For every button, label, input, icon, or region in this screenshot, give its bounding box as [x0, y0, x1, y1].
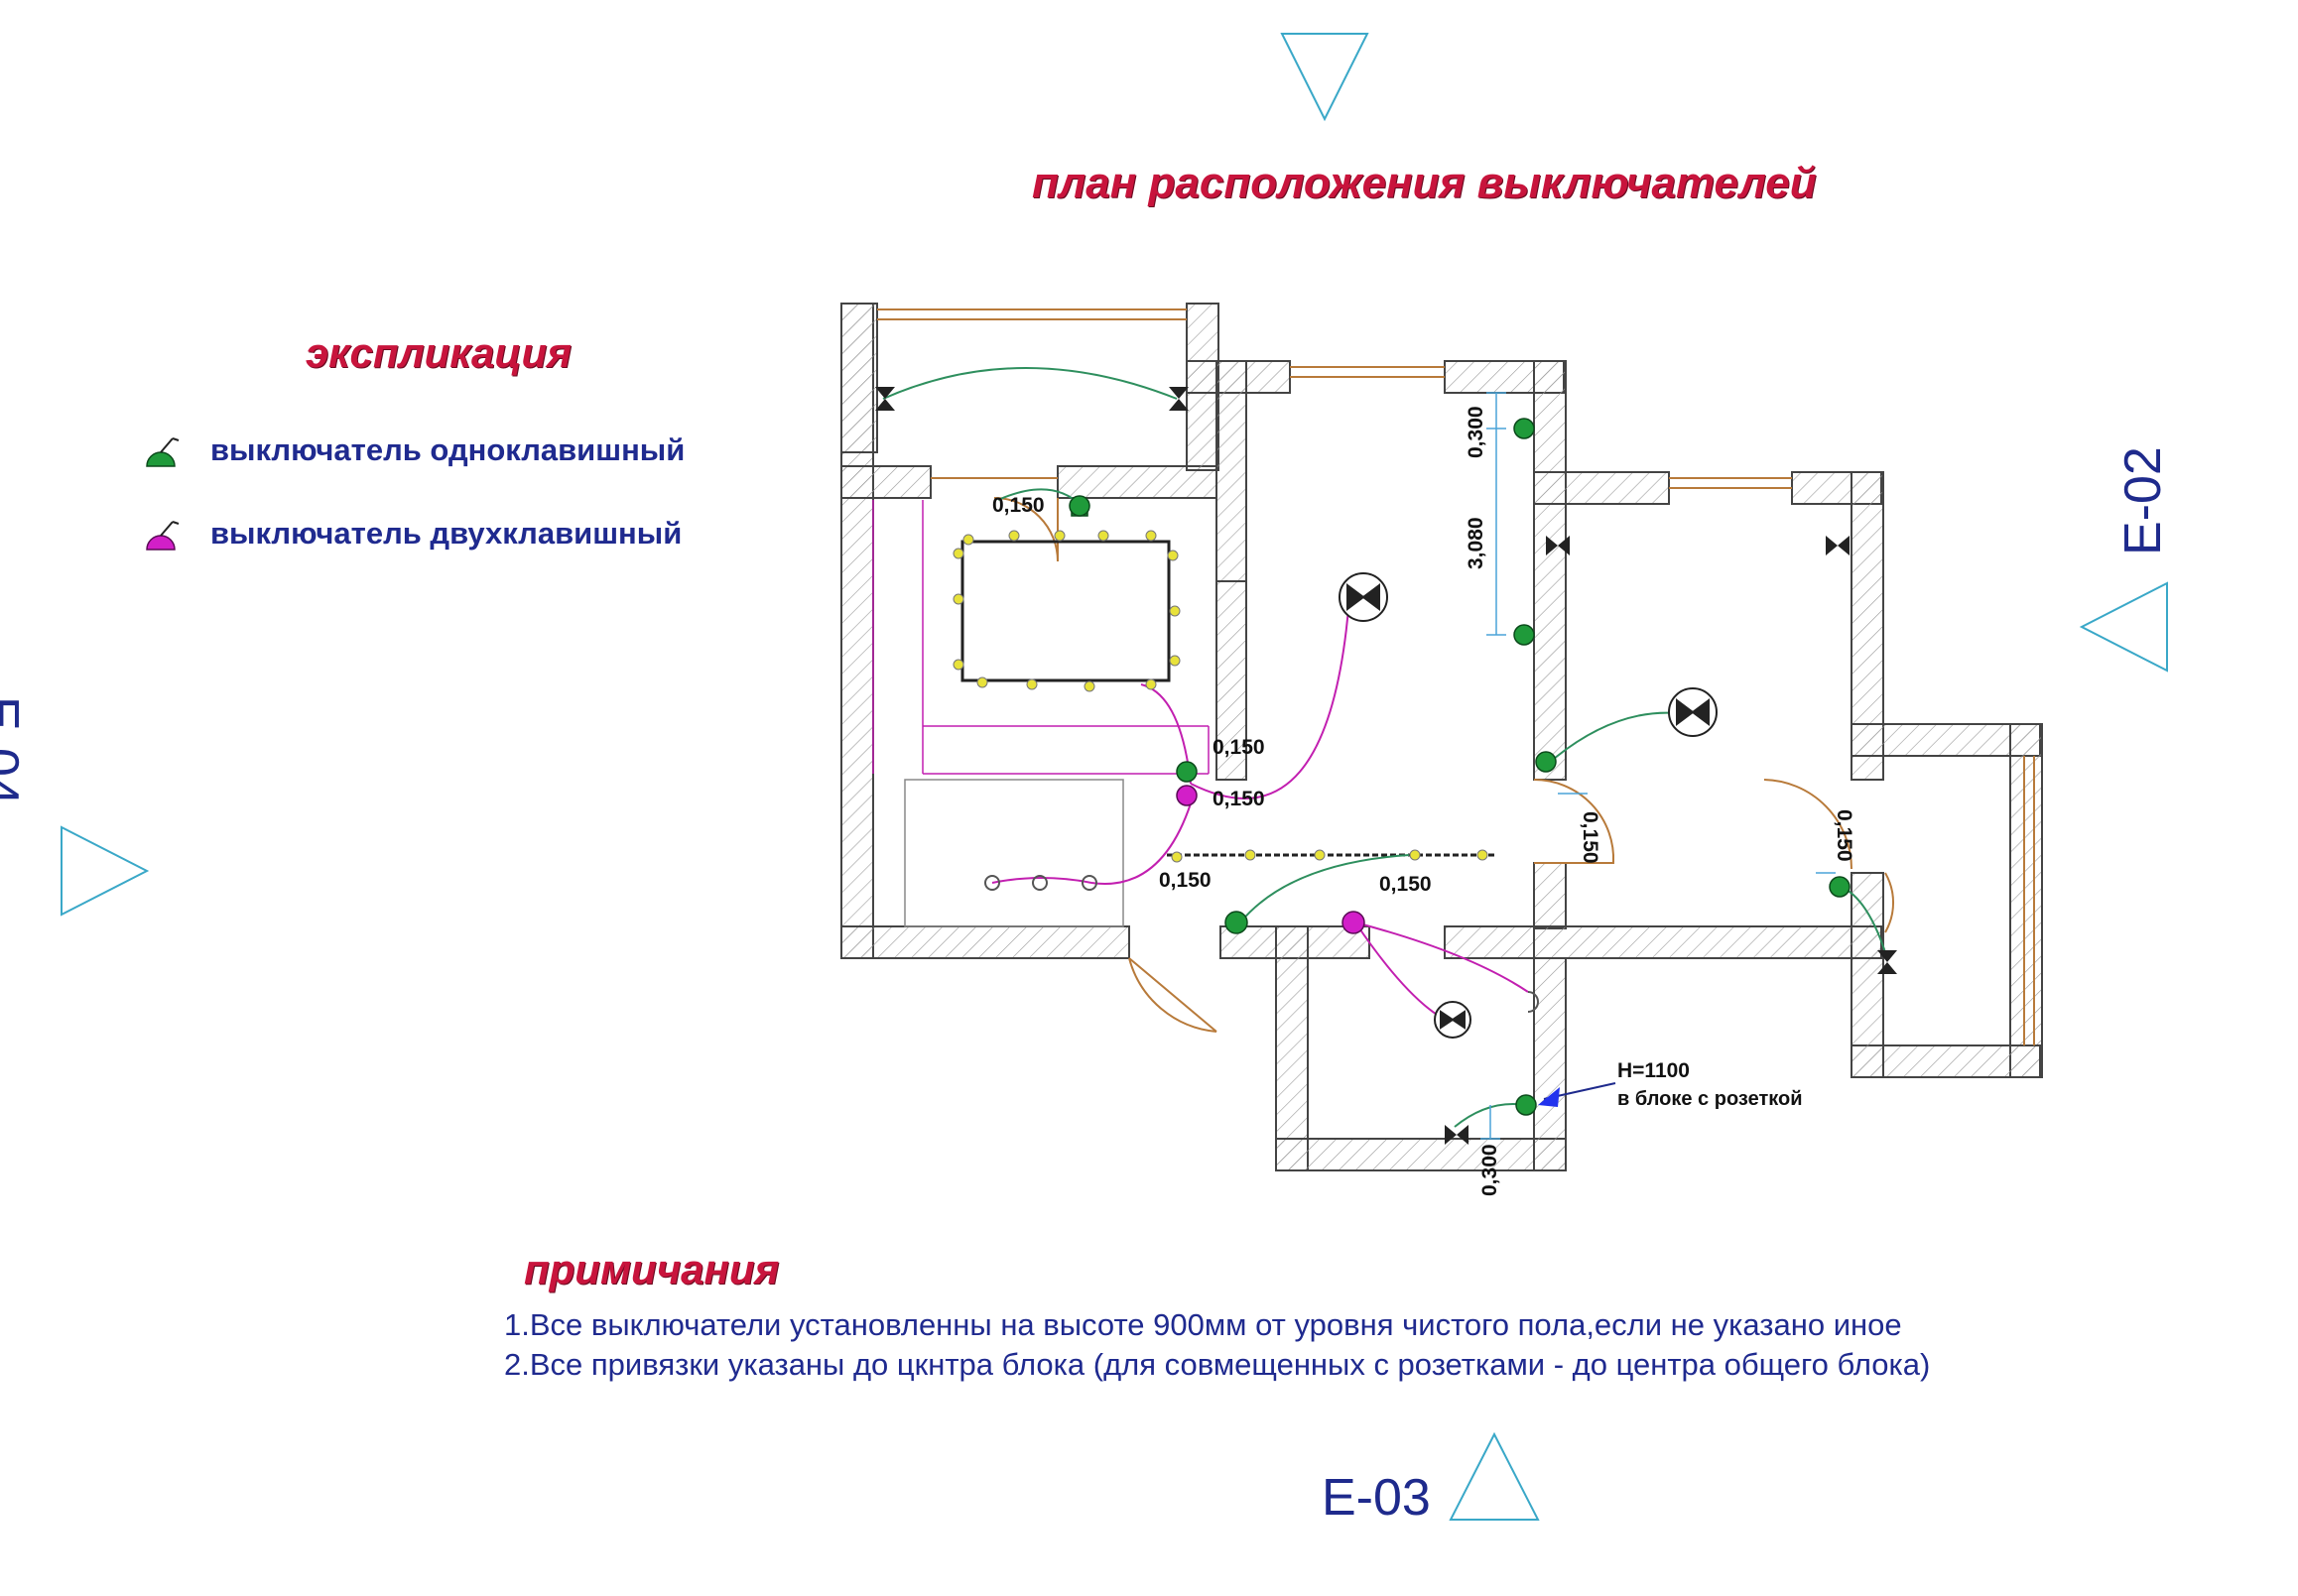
- wires: [882, 367, 1886, 1128]
- ceiling-light-icon: [1339, 572, 1388, 622]
- notes-heading: примичания: [524, 1246, 780, 1292]
- double-switch-icon: [146, 521, 180, 551]
- callout-arrow: [1538, 1082, 1616, 1107]
- dimension-label: 0,300: [1478, 1144, 1501, 1196]
- dimension-label: 3,080: [1465, 517, 1487, 569]
- legend-item-single: [139, 430, 189, 474]
- view-triangle-top: [1280, 33, 1369, 122]
- note-line-2: 2.Все привязки указаны до цкнтра блока (…: [504, 1347, 1931, 1382]
- double-switches: [1176, 785, 1365, 934]
- legend-item-double-label: выключатель двухклавишный: [210, 516, 683, 551]
- doors: [993, 497, 1895, 1033]
- single-switch-icon: [146, 437, 180, 467]
- windows: [877, 308, 2035, 1045]
- callout-note: в блоке с розеткой: [1617, 1088, 1803, 1110]
- dimension-label: 0,150: [1379, 873, 1432, 896]
- single-switches: [1069, 418, 1851, 1116]
- legend-heading: экспликация: [306, 329, 572, 376]
- legend-item-single-label: выключатель одноклавишный: [210, 432, 686, 467]
- ceiling-light-icons: [1339, 572, 1718, 1039]
- dimension-label: 0,150: [1213, 788, 1265, 810]
- view-triangle-e04: [61, 825, 150, 917]
- dimension-label: 0,150: [1159, 869, 1212, 892]
- kitchen-island: [960, 540, 1171, 682]
- wc-block: [904, 779, 1124, 927]
- partitions: [872, 500, 1210, 775]
- view-triangle-e03: [1449, 1431, 1540, 1521]
- legend-item-double: [139, 514, 189, 557]
- view-mark-e03-label: E-03: [1322, 1469, 1431, 1527]
- wall-light-icons: [984, 875, 1539, 1013]
- dimension-label: 0,300: [1465, 406, 1487, 458]
- ceiling-light-icon: [1434, 1001, 1471, 1039]
- dimension-label: 0,150: [992, 494, 1045, 517]
- note-line-1: 1.Все выключатели установленны на высоте…: [504, 1307, 1902, 1342]
- spot-light-icons: [953, 530, 1488, 863]
- dimension-lines: [1480, 392, 1836, 1140]
- walls: [840, 303, 2043, 1171]
- callout-height: H=1100: [1617, 1059, 1690, 1082]
- dimension-label: 0,150: [1579, 811, 1601, 864]
- wall-lamp-icons: [875, 387, 1897, 1145]
- dimension-label: 0,150: [1833, 809, 1855, 862]
- view-triangle-e02: [2079, 581, 2168, 673]
- dimension-label: 0,150: [1213, 736, 1265, 759]
- ceiling-light-icon: [1668, 687, 1718, 737]
- page-title: план расположения выключателей: [1032, 159, 1817, 207]
